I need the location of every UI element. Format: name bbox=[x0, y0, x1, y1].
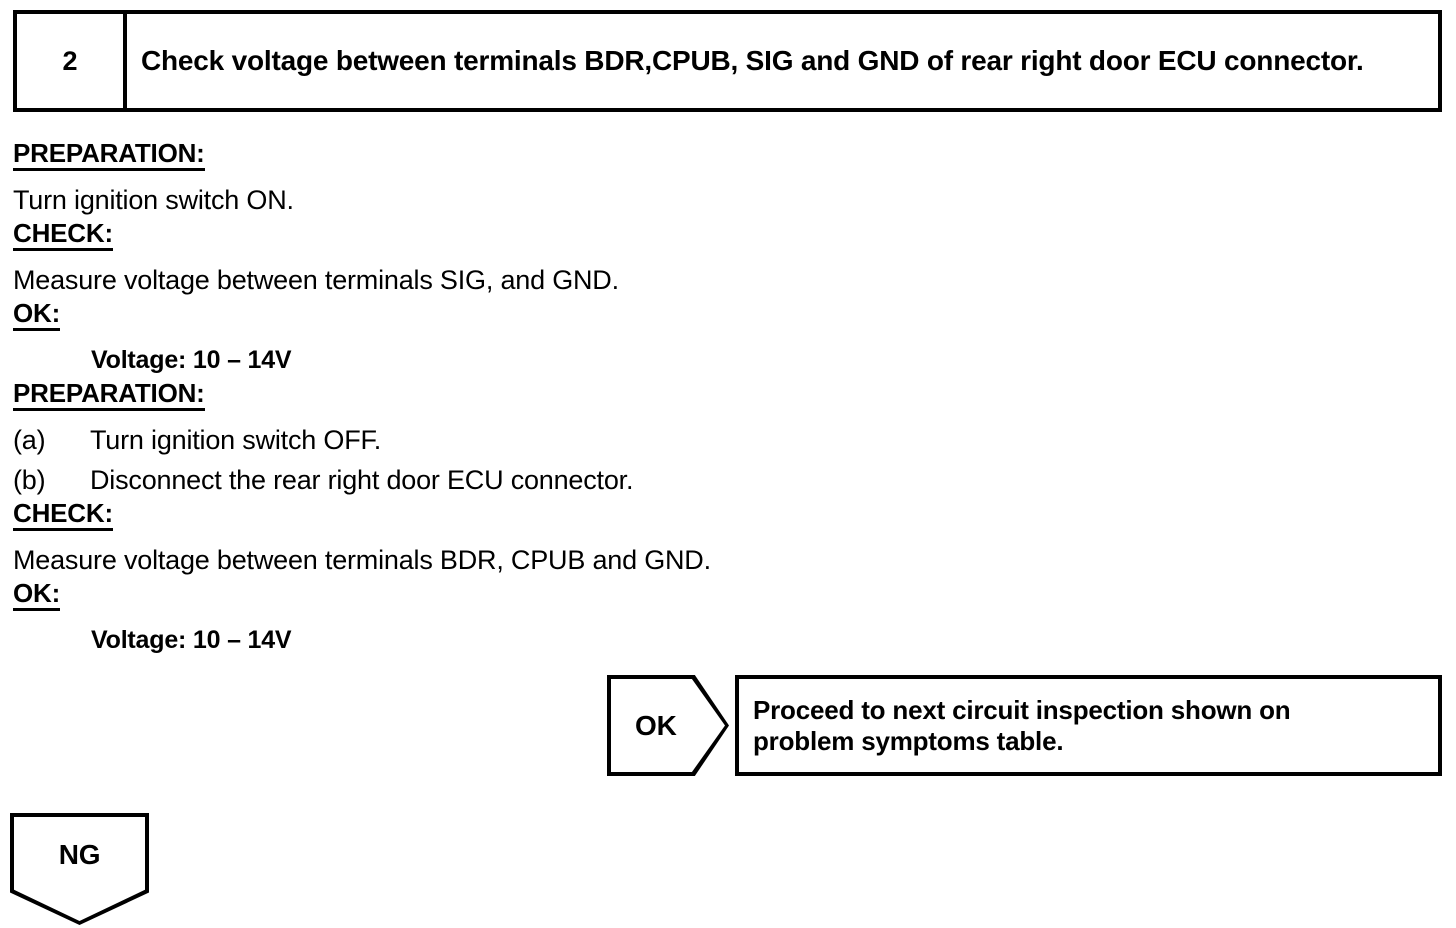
section-line-check-1: Measure voltage between terminals SIG, a… bbox=[13, 265, 619, 295]
ok-result-text-line1: Proceed to next circuit inspection shown… bbox=[753, 695, 1291, 726]
section-line-check-2: Measure voltage between terminals BDR, C… bbox=[13, 545, 711, 575]
ok-result-text: Proceed to next circuit inspection shown… bbox=[739, 695, 1304, 756]
section-heading-row: CHECK: bbox=[13, 500, 1443, 540]
section-heading-preparation-2: PREPARATION: bbox=[13, 380, 205, 411]
ok-chevron-inner: OK bbox=[611, 679, 725, 772]
ok-result-text-line2: problem symptoms table. bbox=[753, 725, 1064, 756]
section-heading-row: OK: bbox=[13, 300, 1443, 340]
step-title-cell: Check voltage between terminals BDR,CPUB… bbox=[127, 14, 1438, 108]
section-heading-check-1: CHECK: bbox=[13, 220, 113, 251]
section-heading-row: PREPARATION: bbox=[13, 380, 1443, 420]
ok-chevron-label: OK bbox=[635, 709, 677, 741]
ok-result-box: Proceed to next circuit inspection shown… bbox=[735, 675, 1442, 776]
ok-result-banner: OK Proceed to next circuit inspection sh… bbox=[607, 675, 1442, 776]
ng-arrow-down-icon: NG bbox=[10, 813, 149, 925]
procedure-body: PREPARATION: Turn ignition switch ON. CH… bbox=[13, 140, 1443, 660]
section-heading-ok-2: OK: bbox=[13, 580, 60, 611]
list-item-marker: (b) bbox=[13, 465, 46, 495]
list-item-text: Turn ignition switch OFF. bbox=[90, 425, 382, 455]
section-heading-row: PREPARATION: bbox=[13, 140, 1443, 180]
section-value-ok-2: Voltage: 10 – 14V bbox=[91, 626, 292, 654]
section-heading-check-2: CHECK: bbox=[13, 500, 113, 531]
step-number: 2 bbox=[62, 45, 78, 76]
section-heading-ok-1: OK: bbox=[13, 300, 60, 331]
list-item-marker: (a) bbox=[13, 425, 46, 455]
section-heading-preparation-1: PREPARATION: bbox=[13, 140, 205, 171]
step-title: Check voltage between terminals BDR,CPUB… bbox=[141, 44, 1364, 76]
section-heading-row: OK: bbox=[13, 580, 1443, 620]
section-value-ok-1: Voltage: 10 – 14V bbox=[91, 346, 292, 374]
step-header-box: 2 Check voltage between terminals BDR,CP… bbox=[13, 10, 1442, 112]
step-number-cell: 2 bbox=[17, 14, 127, 108]
list-item: (a) Turn ignition switch OFF. bbox=[13, 420, 1443, 460]
ok-chevron-arrow-icon: OK bbox=[607, 675, 729, 776]
list-item: (b) Disconnect the rear right door ECU c… bbox=[13, 460, 1443, 500]
section-heading-row: CHECK: bbox=[13, 220, 1443, 260]
section-line-preparation-1: Turn ignition switch ON. bbox=[13, 185, 294, 215]
list-item-text: Disconnect the rear right door ECU conne… bbox=[90, 465, 634, 495]
ng-arrow-label: NG bbox=[58, 839, 101, 870]
